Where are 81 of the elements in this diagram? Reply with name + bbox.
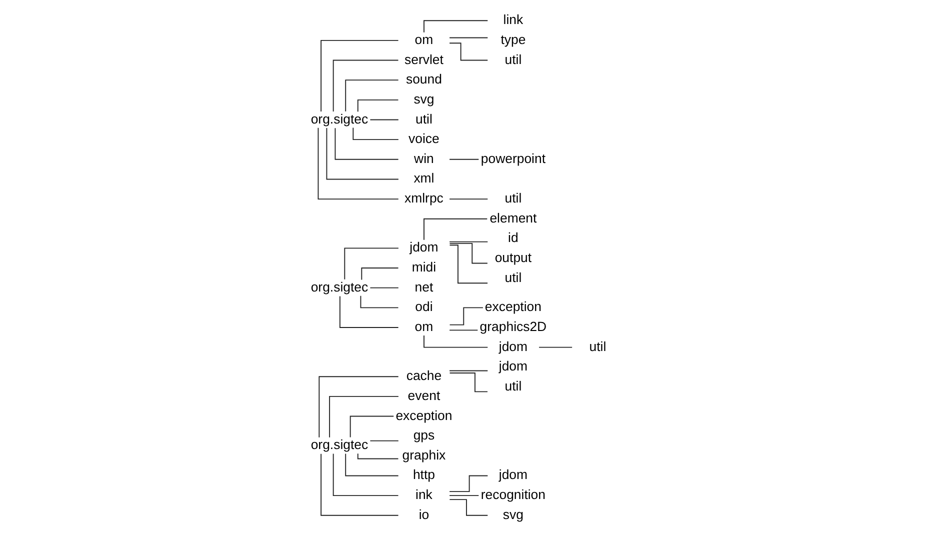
connector (318, 127, 399, 200)
connector (320, 40, 399, 112)
connector (449, 242, 488, 264)
connector (318, 376, 399, 438)
node-text: xml (414, 170, 434, 186)
connector (329, 396, 399, 438)
node-text: svg (502, 506, 524, 522)
node-text: org.sigtec (310, 111, 368, 126)
node-text: voice (408, 131, 440, 146)
node-text: io (418, 506, 430, 522)
node-text: util (589, 338, 606, 354)
connector (449, 372, 488, 392)
node-text: gps (413, 428, 435, 443)
node-text: xmlrpc (404, 190, 444, 206)
node-text: util (504, 190, 522, 206)
node-text: graphics2D (480, 318, 547, 334)
node-text: om (414, 318, 434, 334)
connector (370, 119, 399, 120)
node-text: util (504, 52, 522, 67)
connector (344, 248, 399, 280)
node-text: type (500, 32, 526, 47)
connector (449, 330, 478, 331)
connector (449, 241, 488, 242)
node-text: cache (406, 368, 442, 384)
node-text: win (414, 150, 434, 166)
node-text: graphix (402, 447, 446, 462)
node-text: recognition (480, 487, 546, 502)
connector (424, 218, 488, 240)
connector (361, 268, 399, 280)
connector (449, 198, 488, 200)
node-text: sound (406, 72, 442, 87)
node-text: output (494, 250, 532, 266)
node-text: jdom (498, 358, 528, 374)
connector (357, 453, 399, 460)
connector (332, 60, 399, 112)
connector (449, 158, 480, 160)
connector (339, 296, 399, 328)
connector (350, 416, 394, 438)
node-text: svg (414, 91, 434, 106)
node-text: servlet (404, 52, 444, 67)
node-text: id (508, 230, 518, 246)
connector (449, 499, 488, 516)
connector (449, 37, 488, 38)
node-text: jdom (498, 467, 528, 482)
node-text: util (416, 111, 432, 126)
connector (449, 244, 488, 284)
connector (334, 128, 399, 160)
connector (449, 42, 488, 61)
connector (357, 99, 399, 112)
connector (538, 346, 573, 348)
connector (449, 370, 488, 372)
node-text: ink (416, 487, 432, 502)
node-text: jdom (498, 338, 528, 354)
connector (352, 127, 399, 140)
node-text: odi (415, 299, 433, 314)
node-text: org.sigtec (310, 437, 368, 452)
node-text: event (408, 388, 440, 403)
node-text: http (412, 467, 435, 482)
node-text: util (504, 270, 522, 285)
connector (449, 307, 484, 326)
node-text: jdom (410, 240, 438, 255)
node-text: element (490, 210, 537, 226)
connector (345, 453, 399, 476)
node-text: util (504, 378, 522, 394)
connector (449, 495, 480, 496)
connector (326, 128, 399, 180)
connector (332, 453, 399, 496)
connector (449, 475, 488, 492)
node-text: exception (484, 299, 542, 314)
node-text: powerpoint (480, 150, 546, 166)
connector (360, 295, 399, 308)
node-text: exception (396, 408, 452, 423)
connector (370, 287, 399, 288)
node-text: om (414, 32, 434, 47)
connector (345, 80, 399, 112)
node-text: midi (412, 259, 436, 274)
connector (370, 440, 399, 442)
node-text: link (503, 12, 524, 28)
node-text: org.sigtec (310, 279, 368, 294)
connector (320, 453, 399, 516)
node-text: net (414, 279, 434, 294)
